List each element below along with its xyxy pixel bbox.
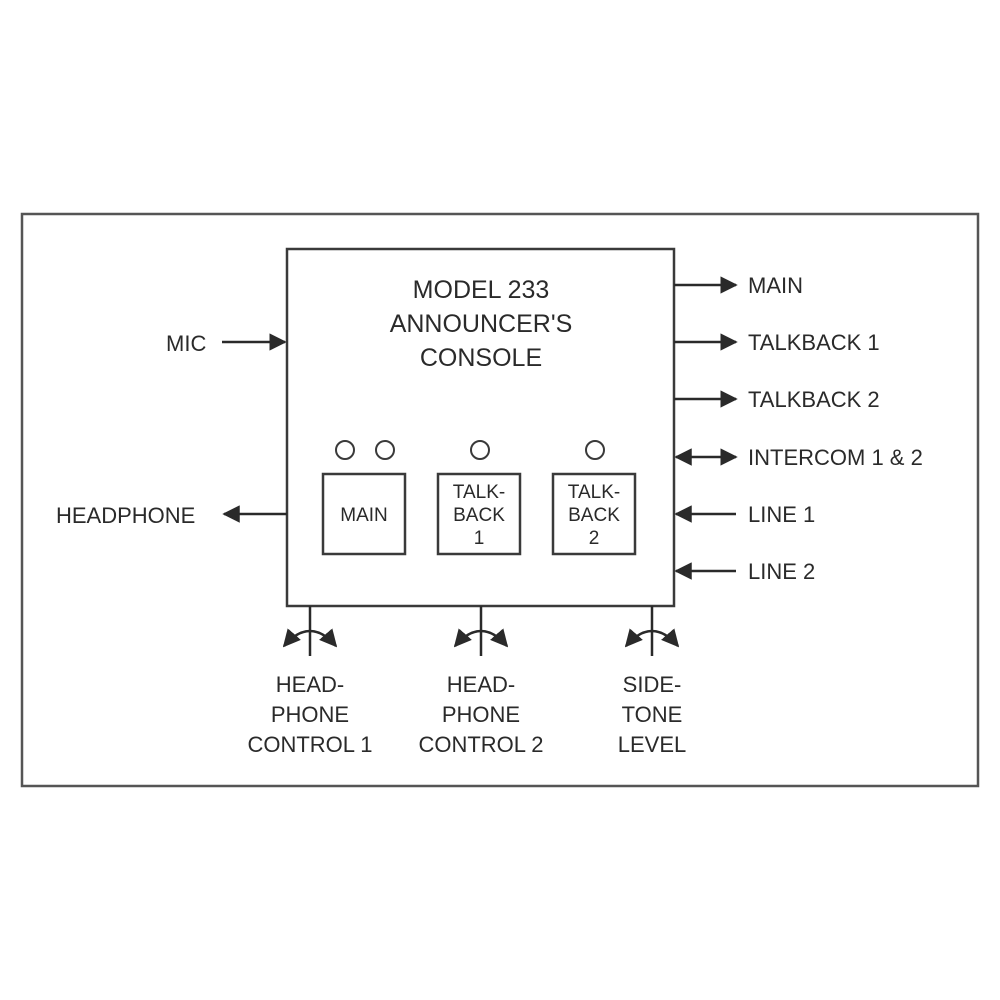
console-title-line-2: ANNOUNCER'S [390, 310, 573, 338]
diagram-frame [20, 212, 980, 788]
console-title-line-3: CONSOLE [420, 344, 542, 372]
talkback-2-button-line-3: 2 [589, 528, 600, 549]
talkback-2-button[interactable]: TALK- BACK 2 [551, 472, 637, 556]
talkback-1-button-line-2: BACK [453, 505, 505, 526]
mic-label: MIC [166, 331, 206, 356]
intercom-label: INTERCOM 1 & 2 [748, 445, 923, 470]
main-button-label: MAIN [340, 505, 388, 526]
talkback-1-button-line-3: 1 [474, 528, 485, 549]
headphone-control-2-knob-icon[interactable] [453, 606, 509, 656]
headphone-control-2-label-line-3: CONTROL 2 [418, 732, 543, 757]
sidetone-level-knob-icon[interactable] [624, 606, 680, 656]
talkback-2-indicator-lamp [585, 440, 605, 460]
headphone-control-1-label-line-3: CONTROL 1 [247, 732, 372, 757]
sidetone-level-label-line-1: SIDE- [623, 672, 682, 697]
headphone-label: HEADPHONE [56, 503, 195, 528]
line-2-label: LINE 2 [748, 559, 815, 584]
headphone-control-2-label-line-2: PHONE [442, 702, 520, 727]
headphone-control-2-label-line-1: HEAD- [447, 672, 515, 697]
talkback-1-indicator-lamp [470, 440, 490, 460]
talkback-2-button-line-1: TALK- [568, 482, 620, 503]
sidetone-level-label-line-2: TONE [622, 702, 683, 727]
console-title-line-1: MODEL 233 [413, 276, 550, 304]
sidetone-level-label-line-3: LEVEL [618, 732, 687, 757]
talkback-1-button[interactable]: TALK- BACK 1 [436, 472, 522, 556]
talkback-1-out-label: TALKBACK 1 [748, 330, 880, 355]
line-1-label: LINE 1 [748, 502, 815, 527]
talkback-1-button-line-1: TALK- [453, 482, 505, 503]
headphone-control-1-label-line-1: HEAD- [276, 672, 344, 697]
talkback-2-button-line-2: BACK [568, 505, 620, 526]
main-button[interactable]: MAIN [321, 472, 407, 556]
main-out-label: MAIN [748, 273, 803, 298]
main-indicator-lamp-1 [335, 440, 355, 460]
talkback-2-out-label: TALKBACK 2 [748, 387, 880, 412]
headphone-control-1-knob-icon[interactable] [282, 606, 338, 656]
headphone-control-1-label-line-2: PHONE [271, 702, 349, 727]
main-indicator-lamp-2 [375, 440, 395, 460]
